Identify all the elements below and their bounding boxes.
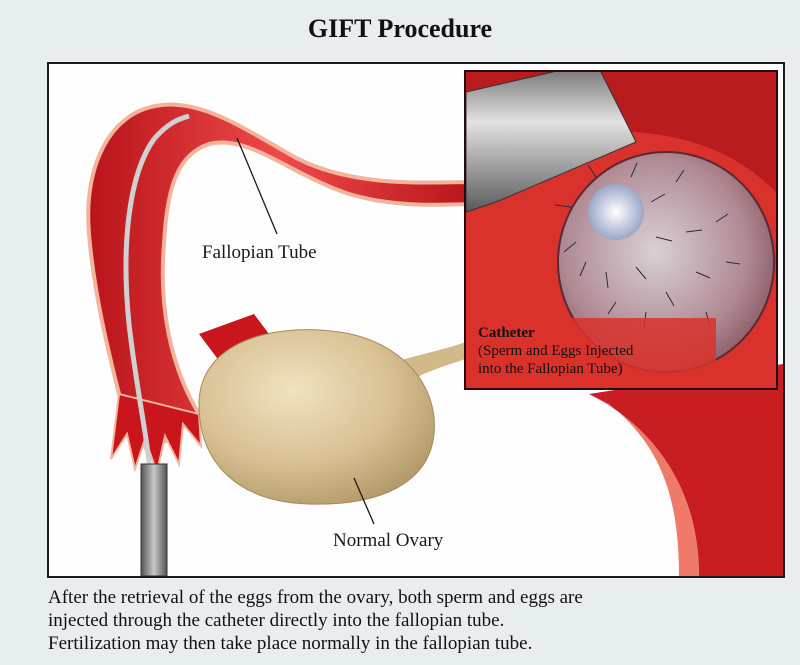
description-caption: After the retrieval of the eggs from the… <box>48 586 788 655</box>
inset-caption-line: (Sperm and Eggs Injected <box>478 342 633 360</box>
inset-caption-line: into the Fallopian Tube) <box>478 360 633 378</box>
fallopian-tube-label: Fallopian Tube <box>202 242 317 264</box>
uterus-wall <box>589 364 783 576</box>
ovary-shape <box>199 330 479 504</box>
caption-line: After the retrieval of the eggs from the… <box>48 586 788 609</box>
illustration-frame: Fallopian Tube Normal Ovary <box>47 62 785 578</box>
caption-line: Fertilization may then take place normal… <box>48 632 788 655</box>
caption-line: injected through the catheter directly i… <box>48 609 788 632</box>
diagram-title: GIFT Procedure <box>0 14 800 44</box>
catheter-inset: Catheter (Sperm and Eggs Injected into t… <box>464 70 778 390</box>
inset-caption: Catheter (Sperm and Eggs Injected into t… <box>478 324 633 378</box>
catheter-heading: Catheter <box>478 324 633 342</box>
normal-ovary-label: Normal Ovary <box>333 530 443 552</box>
